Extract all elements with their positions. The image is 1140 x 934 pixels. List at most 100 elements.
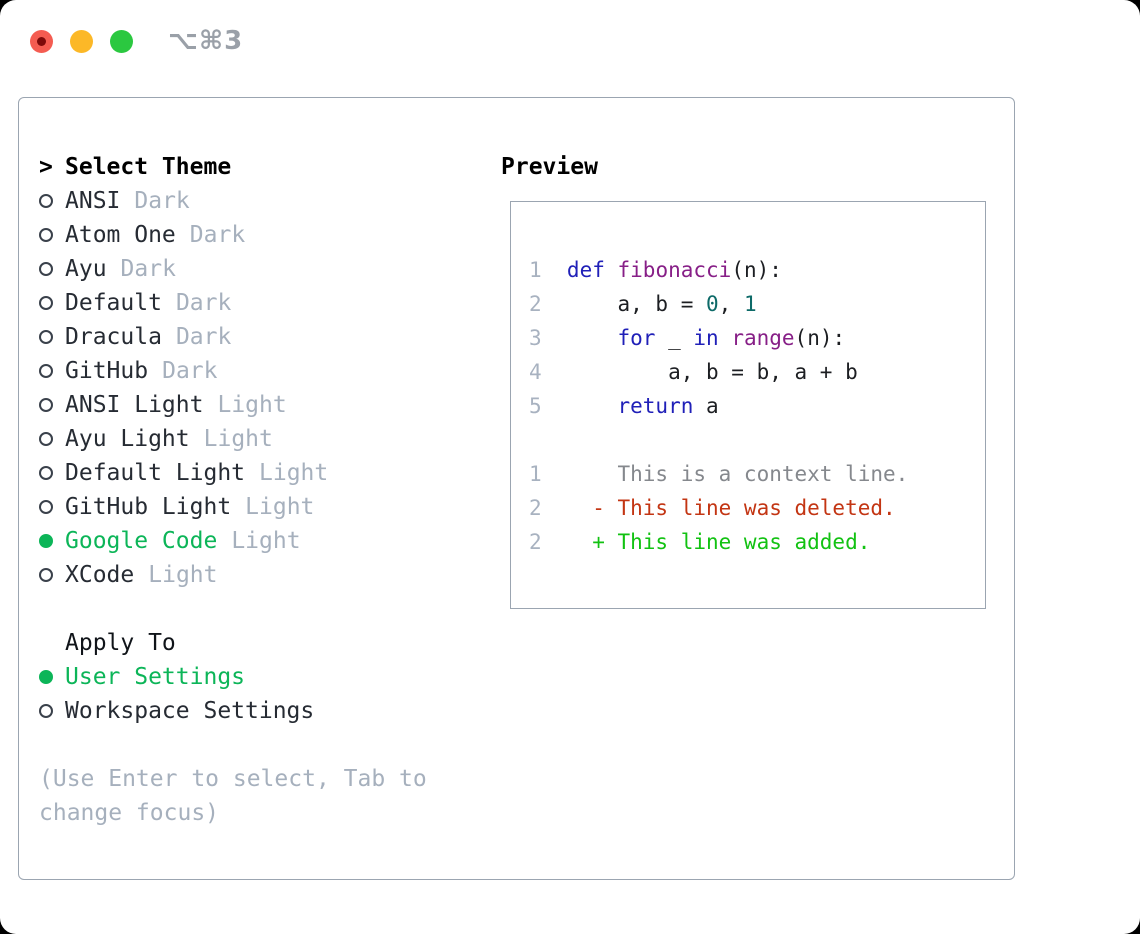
line-number: 4 xyxy=(529,360,542,384)
preview-line: 4 a, b = b, a + b xyxy=(529,355,985,389)
code-token: , xyxy=(718,292,744,316)
theme-item[interactable]: ANSI Light Light xyxy=(39,388,491,422)
apply-to-label: User Settings xyxy=(65,664,246,690)
theme-item[interactable]: Google Code Light xyxy=(39,524,491,558)
theme-variant-label: Light xyxy=(217,392,287,418)
line-number: 1 xyxy=(529,462,542,486)
close-button[interactable] xyxy=(30,29,53,53)
code-token: - This line was deleted. xyxy=(566,496,896,520)
preview-line: 3 for _ in range(n): xyxy=(529,321,985,355)
theme-name: ANSI Light xyxy=(65,392,204,418)
radio-icon xyxy=(39,466,65,480)
radio-icon xyxy=(39,704,65,718)
theme-variant-label: Light xyxy=(259,460,329,486)
theme-item[interactable]: XCode Light xyxy=(39,558,491,592)
theme-variant-label: Dark xyxy=(162,358,218,384)
theme-item[interactable]: ANSI Dark xyxy=(39,184,491,218)
theme-variant-label: Light xyxy=(231,528,301,554)
theme-item[interactable]: GitHub Dark xyxy=(39,354,491,388)
theme-variant-label: Light xyxy=(245,494,315,520)
preview-line: 2 + This line was added. xyxy=(529,525,985,559)
code-token: _ xyxy=(655,326,694,350)
theme-name: Dracula xyxy=(65,324,162,350)
theme-name: Default Light xyxy=(65,460,246,486)
code-token: def xyxy=(566,258,605,282)
theme-name: Google Code xyxy=(65,528,218,554)
line-number: 2 xyxy=(529,292,542,316)
code-token xyxy=(719,326,732,350)
theme-variant-label: Dark xyxy=(175,290,232,316)
code-token xyxy=(605,258,618,282)
line-number: 2 xyxy=(529,530,542,554)
code-token: fibonacci xyxy=(617,258,732,282)
radio-icon xyxy=(39,432,65,446)
theme-name: Ayu Light xyxy=(65,426,190,452)
radio-icon xyxy=(39,364,65,378)
theme-name: Default xyxy=(65,290,162,316)
apply-to-header-row: Apply To xyxy=(39,626,491,660)
code-token: return xyxy=(617,394,694,418)
theme-variant-label: Dark xyxy=(134,188,190,214)
code-token: 0 xyxy=(706,292,719,316)
section-gap xyxy=(39,728,491,762)
code-token: 1 xyxy=(743,292,757,316)
cursor-caret-icon: > xyxy=(39,154,53,180)
apply-to-label: Workspace Settings xyxy=(65,698,315,724)
theme-item[interactable]: Default Light Light xyxy=(39,456,491,490)
code-token: in xyxy=(693,326,719,350)
select-theme-header-row: > Select Theme xyxy=(39,150,491,184)
radio-icon xyxy=(39,296,65,310)
theme-name: Ayu xyxy=(65,256,107,282)
radio-icon xyxy=(39,398,65,412)
theme-variant-label: Dark xyxy=(120,256,176,282)
theme-variant-label: Light xyxy=(148,562,218,588)
line-number: 5 xyxy=(529,394,542,418)
minimize-button[interactable] xyxy=(70,29,93,53)
preview-line: 1 This is a context line. xyxy=(529,457,985,491)
code-token: + This line was added. xyxy=(566,530,871,554)
theme-name: ANSI xyxy=(65,188,121,214)
preview-line: 5 return a xyxy=(529,389,985,423)
code-token: a, b = b, a + b xyxy=(566,360,858,384)
preview-header: Preview xyxy=(501,154,598,180)
radio-icon xyxy=(39,330,65,344)
code-token: (n): xyxy=(731,258,782,282)
help-text: (Use Enter to select, Tab to change focu… xyxy=(39,766,427,826)
radio-selected-icon xyxy=(39,670,65,684)
theme-item[interactable]: Default Dark xyxy=(39,286,491,320)
code-token: a, b = xyxy=(566,292,706,316)
code-token: for xyxy=(617,326,656,350)
theme-item[interactable]: Ayu Light Light xyxy=(39,422,491,456)
zoom-button[interactable] xyxy=(110,29,133,53)
line-number: 3 xyxy=(529,326,542,350)
preview-line: 2 a, b = 0, 1 xyxy=(529,287,985,321)
radio-icon xyxy=(39,194,65,208)
theme-item[interactable]: Ayu Dark xyxy=(39,252,491,286)
radio-selected-icon xyxy=(39,534,65,548)
code-token xyxy=(567,394,618,418)
theme-name: GitHub xyxy=(65,358,149,384)
preview-line: 2 - This line was deleted. xyxy=(529,491,985,525)
theme-variant-label: Dark xyxy=(175,324,232,350)
theme-variant-label: Light xyxy=(203,426,273,452)
line-number: 2 xyxy=(529,496,542,520)
preview-line xyxy=(529,423,985,457)
theme-name: XCode xyxy=(65,562,135,588)
radio-icon xyxy=(39,568,65,582)
radio-icon xyxy=(39,228,65,242)
apply-to-option[interactable]: Workspace Settings xyxy=(39,694,491,728)
theme-variant-label: Dark xyxy=(189,222,246,248)
apply-to-option[interactable]: User Settings xyxy=(39,660,491,694)
window-title: ⌥⌘3 xyxy=(168,26,244,56)
theme-item[interactable]: Dracula Dark xyxy=(39,320,491,354)
